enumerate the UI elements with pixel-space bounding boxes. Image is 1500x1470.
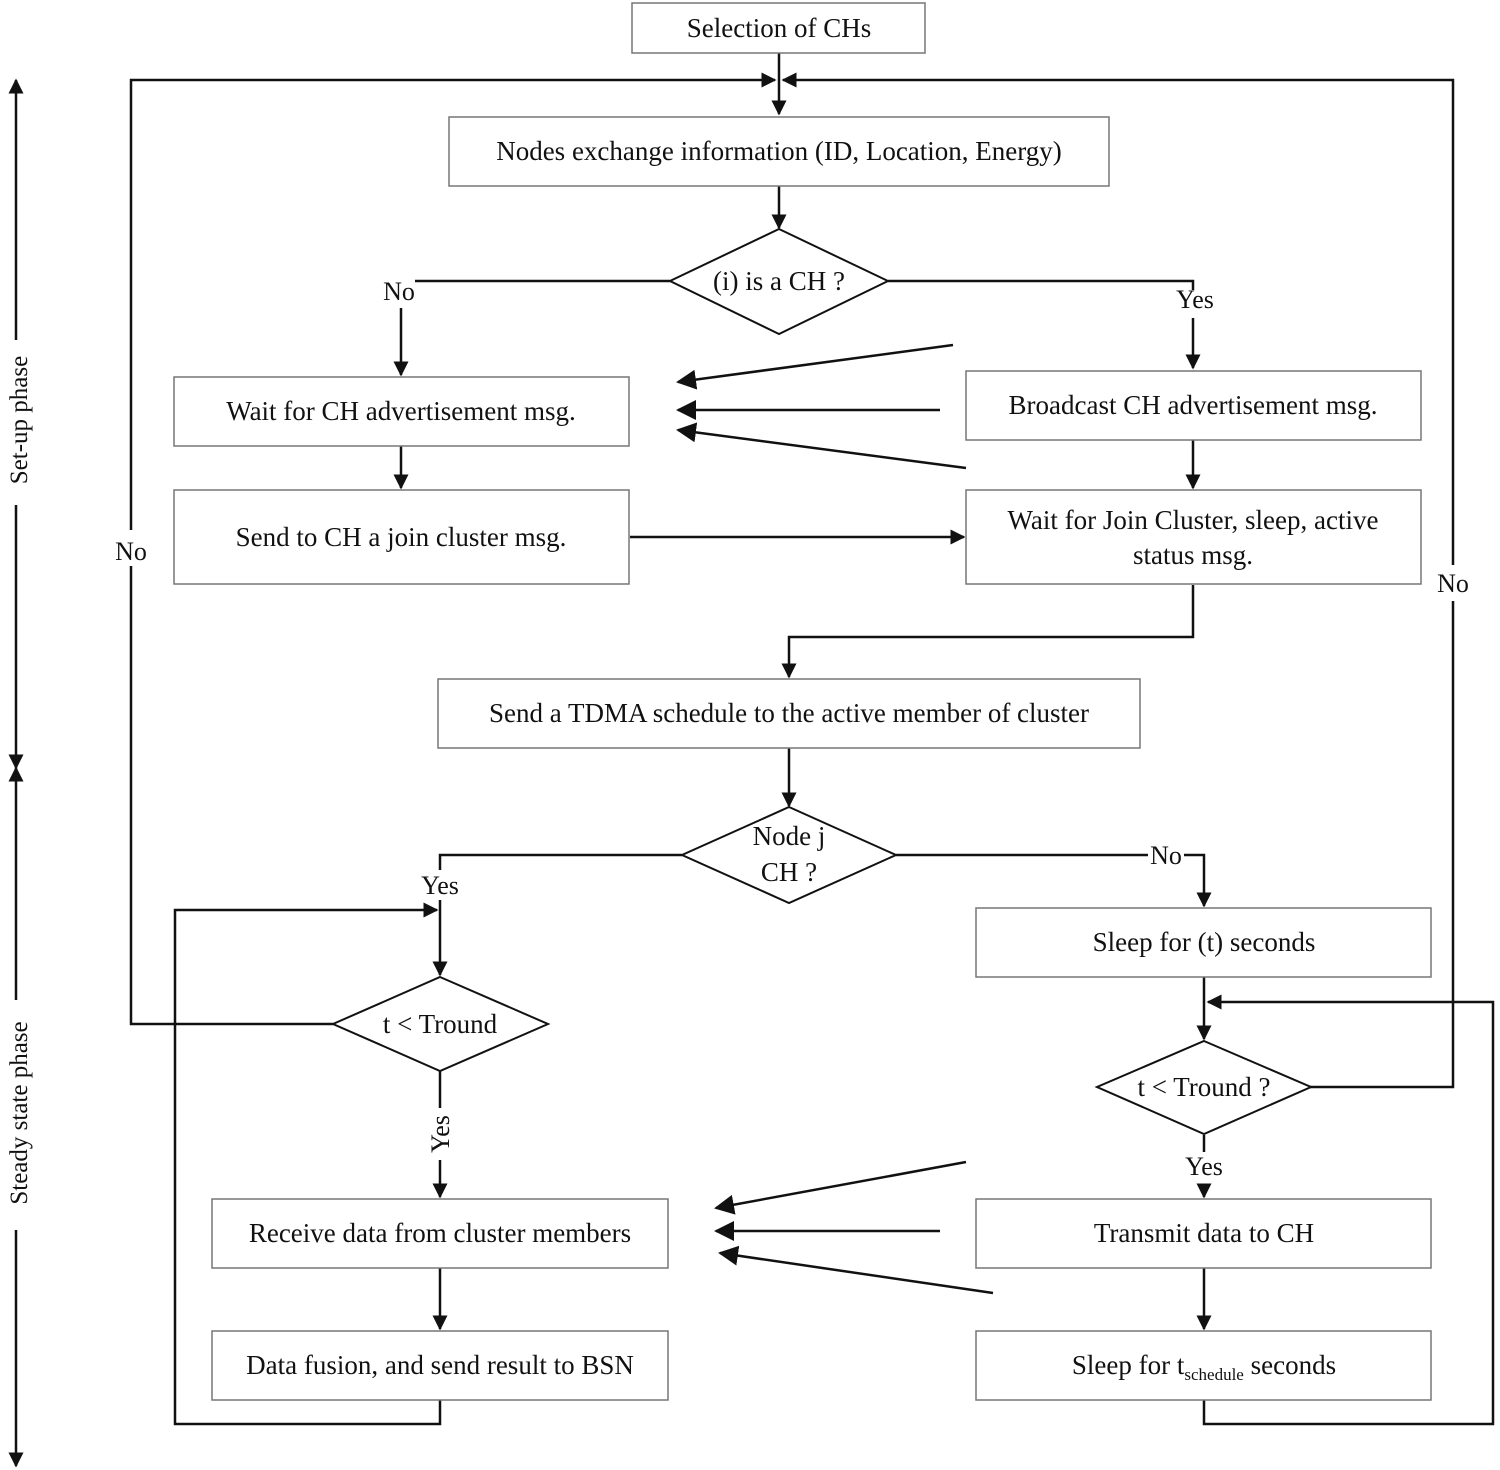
label-loop-left-no: No [115,537,147,566]
decision-node-j: Node j CH ? [679,805,899,905]
label-tround-right-yes: Yes [1185,1152,1223,1181]
broadcast-arrow-3 [676,422,967,470]
isch-yes-line [888,279,1195,290]
node-sleep-schedule: Sleep for tschedule seconds [975,1330,1432,1401]
decision-node-j-line2: CH ? [761,857,817,887]
node-sleep-t-text: Sleep for (t) seconds [1093,927,1316,957]
node-send-join: Send to CH a join cluster msg. [173,489,630,585]
node-tdma: Send a TDMA schedule to the active membe… [437,678,1141,749]
sleep-schedule-subscript: schedule [1184,1365,1243,1384]
node-wait-adv-text: Wait for CH advertisement msg. [226,396,576,426]
label-nodej-yes: Yes [421,871,459,900]
decision-tround-right-text: t < Tround ? [1137,1072,1270,1102]
decision-node-j-line1: Node j [753,821,826,851]
node-broadcast: Broadcast CH advertisement msg. [965,370,1422,441]
decision-tround-left: t < Tround [330,975,551,1073]
node-selection-text: Selection of CHs [687,13,871,43]
node-sleep-t: Sleep for (t) seconds [975,907,1432,978]
branch-labels: No Yes No No Yes No Yes Yes [110,277,1476,1181]
label-loop-right-no: No [1437,569,1469,598]
loop-sleepsched-back [1202,994,1495,1426]
node-receive: Receive data from cluster members [211,1198,669,1269]
node-send-join-text: Send to CH a join cluster msg. [236,522,567,552]
decision-is-ch-text: (i) is a CH ? [713,266,845,296]
node-fusion: Data fusion, and send result to BSN [211,1330,669,1401]
decision-tround-left-text: t < Tround [383,1009,498,1039]
nodej-no-arrow [1184,853,1212,908]
sleep-schedule-suffix: seconds [1244,1350,1336,1380]
node-exchange: Nodes exchange information (ID, Location… [448,116,1110,187]
node-receive-text: Receive data from cluster members [249,1218,631,1248]
node-wait-adv: Wait for CH advertisement msg. [173,376,630,447]
broadcast-arrow-1 [676,343,954,390]
decision-is-ch: (i) is a CH ? [667,227,891,336]
node-transmit-text: Transmit data to CH [1094,1218,1314,1248]
setup-phase-label: Set-up phase [6,356,33,484]
node-sleep-schedule-text: Sleep for tschedule seconds [1072,1350,1336,1384]
connectors [129,53,1495,1426]
transmit-arrow-3 [718,1245,994,1295]
node-wait-join-line2: status msg. [1133,540,1253,570]
label-isch-no: No [383,277,415,306]
loop-fusion-back [173,902,442,1426]
node-transmit: Transmit data to CH [975,1198,1432,1269]
arrow-waitjoin-to-tdma [781,585,1195,679]
node-wait-join: Wait for Join Cluster, sleep, active sta… [965,489,1422,585]
node-selection: Selection of CHs [631,2,926,54]
label-nodej-no: No [1150,841,1182,870]
sleep-schedule-prefix: Sleep for t [1072,1350,1185,1380]
node-fusion-text: Data fusion, and send result to BSN [246,1350,634,1380]
label-tround-left-yes: Yes [426,1115,455,1153]
nodej-yes-line [438,853,682,870]
steady-phase-label: Steady state phase [6,1021,33,1204]
node-broadcast-text: Broadcast CH advertisement msg. [1009,390,1378,420]
phase-indicator: Set-up phase Steady state phase [2,78,33,1468]
node-exchange-text: Nodes exchange information (ID, Location… [496,136,1062,166]
transmit-arrow-1 [714,1160,967,1215]
decision-tround-right: t < Tround ? [1094,1039,1314,1136]
node-tdma-text: Send a TDMA schedule to the active membe… [489,698,1089,728]
node-wait-join-line1: Wait for Join Cluster, sleep, active [1008,505,1379,535]
label-isch-yes: Yes [1176,285,1214,314]
